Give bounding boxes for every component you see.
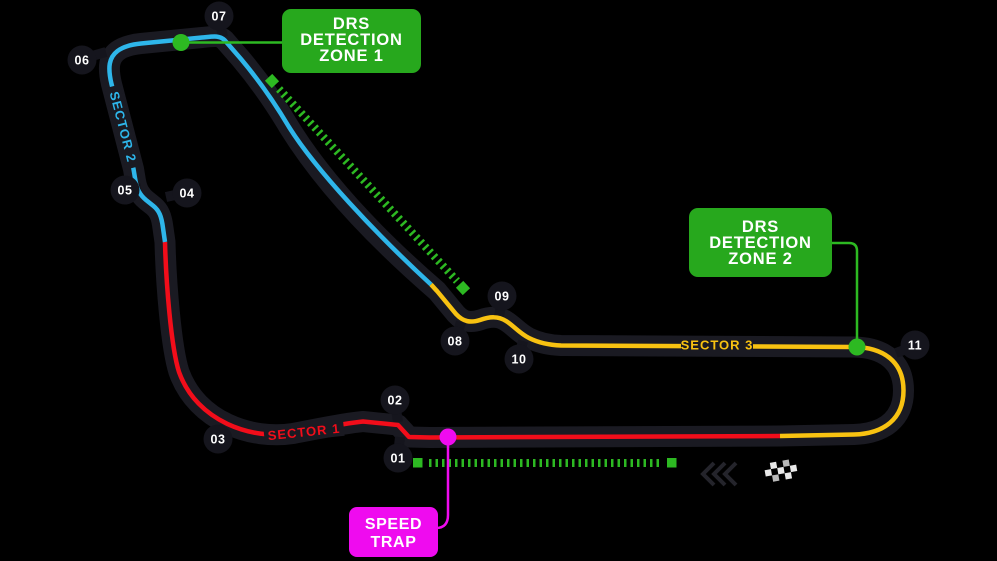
speed-trap-callout: SPEED TRAP (349, 428, 457, 557)
sector2-label: SECTOR 2 (107, 90, 140, 164)
drs-zone2-line1: DRS (742, 218, 779, 236)
drs-zone1-line3: ZONE 1 (319, 47, 383, 65)
turn-badge-05: 05 (110, 175, 140, 205)
turn-badge-11: 11 (900, 330, 930, 360)
turn-badge-06: 06 (67, 45, 97, 75)
direction-chevrons-icon (700, 461, 738, 487)
sector3-label-group: SECTOR 3 (681, 337, 754, 353)
sector1-label-group: SECTOR 1 (263, 419, 345, 445)
sector3-line (429, 282, 906, 439)
drs-detection-zone-2-callout: DRS DETECTION ZONE 2 (689, 208, 866, 356)
drs-zone1-line2: DETECTION (300, 31, 403, 49)
drs-detection-point-1 (172, 34, 190, 51)
turn-badge-02: 02 (380, 385, 410, 415)
sector3-label: SECTOR 3 (681, 338, 754, 353)
drs-detection-zone-1-callout: DRS DETECTION ZONE 1 (172, 9, 421, 73)
drs-zone2-line3: ZONE 2 (728, 250, 792, 268)
speed-trap-line2: TRAP (371, 534, 417, 551)
svg-text:10: 10 (512, 353, 527, 367)
sector2-label-group: SECTOR 2 (104, 84, 142, 170)
svg-text:03: 03 (211, 433, 226, 447)
svg-text:07: 07 (212, 10, 227, 24)
svg-text:11: 11 (908, 339, 922, 353)
turn-badge-01: 01 (383, 443, 413, 473)
speed-trap-line1: SPEED (365, 516, 422, 533)
turn-badges: 01 02 03 04 05 06 07 08 (67, 1, 930, 473)
turn-badge-07: 07 (204, 1, 234, 31)
svg-text:06: 06 (75, 54, 90, 68)
sector1-line (162, 241, 781, 440)
turn-badge-08: 08 (440, 326, 470, 356)
turn-badge-09: 09 (487, 281, 517, 311)
finish-flag-icon (764, 459, 798, 482)
speed-trap-point (439, 428, 457, 446)
svg-text:04: 04 (180, 187, 195, 201)
drs-zone1-line1: DRS (333, 15, 370, 33)
svg-text:02: 02 (388, 394, 403, 408)
svg-text:08: 08 (448, 335, 463, 349)
turn-badge-04: 04 (172, 178, 202, 208)
svg-text:05: 05 (118, 184, 133, 198)
drs-detection-point-2 (848, 338, 866, 356)
svg-text:09: 09 (495, 290, 510, 304)
turn-badge-03: 03 (203, 424, 233, 454)
turn-badge-10: 10 (504, 344, 534, 374)
drs-zone-strip-start-straight (413, 458, 677, 468)
drs-zone-strip-back-straight (264, 73, 471, 296)
sector2-line (107, 34, 433, 287)
drs-zone2-line2: DETECTION (709, 234, 812, 252)
svg-text:01: 01 (391, 452, 406, 466)
